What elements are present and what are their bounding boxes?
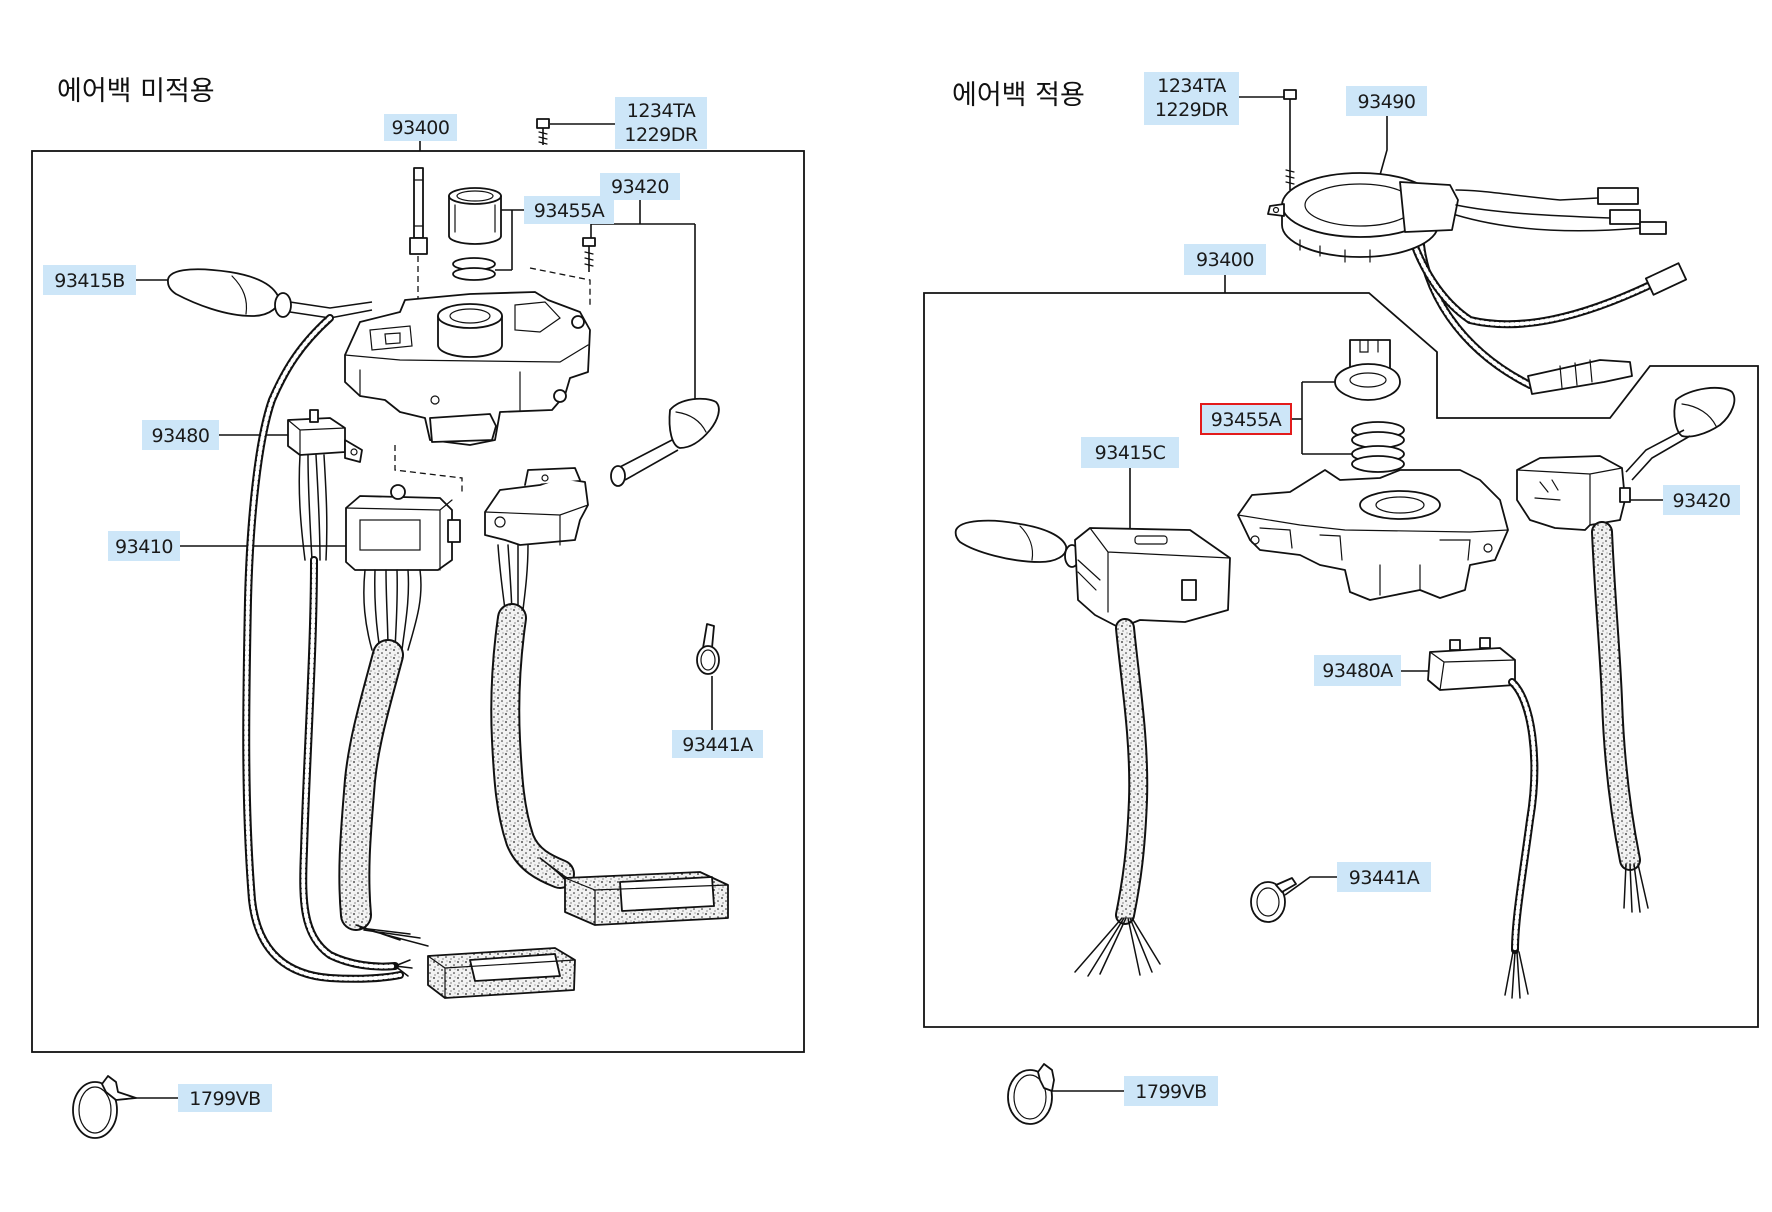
- callout-93420[interactable]: 93420: [600, 173, 680, 200]
- svg-text:1799VB: 1799VB: [1135, 1081, 1206, 1103]
- svg-text:93455A: 93455A: [1211, 409, 1282, 431]
- right-panel-title: 에어백 적용: [952, 80, 1085, 111]
- connector-upper: [539, 857, 729, 926]
- callout-93455a-selected[interactable]: 93455A: [1200, 403, 1292, 435]
- svg-text:93400: 93400: [1196, 249, 1254, 271]
- callout-93480[interactable]: 93480: [142, 420, 219, 450]
- callout-1799vb[interactable]: 1799VB: [178, 1084, 272, 1112]
- combination-switch-body: [344, 267, 591, 446]
- svg-text:1799VB: 1799VB: [189, 1088, 260, 1110]
- clamp-1799vb: [72, 1075, 137, 1139]
- svg-text:93441A: 93441A: [1349, 867, 1420, 889]
- right-assembly-frame: [923, 292, 1759, 1028]
- switch-93410: [338, 445, 463, 947]
- svg-text:1234TA: 1234TA: [627, 100, 696, 122]
- left-assembly-frame: [31, 150, 805, 1053]
- callout-93490[interactable]: 93490: [1346, 86, 1427, 116]
- svg-text:93415B: 93415B: [54, 270, 124, 292]
- screw-1234ta: [536, 118, 550, 145]
- clip-93441a: [1250, 877, 1297, 923]
- left-panel-title: 에어백 미적용: [57, 76, 215, 107]
- connector-lower: [427, 947, 576, 999]
- callout-93400[interactable]: 93400: [384, 114, 457, 141]
- callout-93410[interactable]: 93410: [108, 531, 180, 561]
- svg-text:93441A: 93441A: [682, 734, 753, 756]
- pin-93400: [409, 167, 428, 300]
- svg-text:1234TA: 1234TA: [1157, 75, 1226, 97]
- svg-text:93400: 93400: [392, 117, 450, 139]
- svg-text:93420: 93420: [1673, 490, 1731, 512]
- callout-93415b[interactable]: 93415B: [43, 265, 136, 295]
- callout-93400[interactable]: 93400: [1184, 244, 1266, 275]
- switch-93480: [287, 409, 413, 977]
- callout-1234ta-1229dr[interactable]: 1234TA 1229DR: [615, 97, 707, 149]
- lever-93420: [484, 397, 720, 889]
- right-leader-lines: [1052, 96, 1663, 1092]
- callout-93420[interactable]: 93420: [1663, 485, 1740, 515]
- switch-93480a: [1427, 637, 1539, 999]
- clip-93441a: [696, 623, 720, 675]
- clamp-1799vb: [1007, 1063, 1055, 1125]
- clock-spring-93490: [1267, 172, 1688, 395]
- svg-text:93415C: 93415C: [1095, 442, 1166, 464]
- svg-text:93480: 93480: [152, 425, 210, 447]
- svg-text:93410: 93410: [115, 536, 173, 558]
- svg-text:93420: 93420: [611, 176, 669, 198]
- callout-93455a[interactable]: 93455A: [524, 196, 614, 224]
- left-panel: 에어백 미적용: [31, 76, 805, 1139]
- lever-93420: [1516, 386, 1736, 913]
- callout-93480a[interactable]: 93480A: [1314, 655, 1401, 686]
- lever-93415b: [167, 268, 404, 983]
- callout-1234ta-1229dr[interactable]: 1234TA 1229DR: [1144, 72, 1239, 125]
- right-panel: 에어백 적용: [923, 72, 1759, 1125]
- screw-93420: [582, 237, 596, 272]
- svg-text:93455A: 93455A: [534, 200, 605, 222]
- callout-93415c[interactable]: 93415C: [1081, 437, 1179, 468]
- svg-text:1229DR: 1229DR: [1155, 99, 1228, 121]
- cancel-cam-93455a: [1334, 339, 1405, 473]
- callout-93441a[interactable]: 93441A: [1337, 862, 1431, 892]
- svg-text:93480A: 93480A: [1322, 660, 1393, 682]
- combination-switch-body: [1237, 469, 1509, 601]
- callout-1799vb[interactable]: 1799VB: [1124, 1076, 1218, 1106]
- lever-93415c: [954, 519, 1231, 977]
- svg-text:1229DR: 1229DR: [624, 124, 697, 146]
- callout-93441a[interactable]: 93441A: [672, 730, 763, 758]
- cylinder-93455a: [448, 187, 502, 281]
- svg-text:93490: 93490: [1358, 91, 1416, 113]
- screw-1234ta: [1283, 89, 1297, 190]
